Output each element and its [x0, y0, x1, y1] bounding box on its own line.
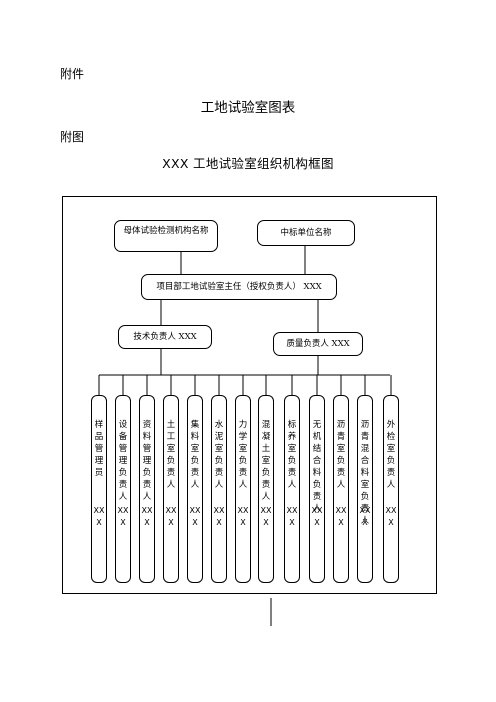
department-label: 力学室负责人 [238, 420, 248, 490]
department-person: XXX [189, 506, 201, 527]
department-box: 土工室负责人 XXX [163, 395, 179, 583]
department-box: 混凝土室负责人 XXX [258, 395, 274, 583]
department-label: 外检室负责人 [386, 420, 396, 490]
parent-org-box: 母体试验检测机构名称 [114, 220, 218, 252]
department-box: 样品管理员 XXX [91, 395, 107, 583]
department-label: 土工室负责人 [166, 420, 176, 490]
bidder-box: 中标单位名称 [257, 220, 355, 246]
department-person: XXX [260, 506, 272, 527]
department-box: 标养室负责人 XXX [284, 395, 300, 583]
department-box: 力学室负责人 XXX [235, 395, 251, 583]
department-person: XXX [335, 506, 347, 527]
department-label: 样品管理员 [94, 420, 104, 478]
department-person: XXX [359, 506, 371, 527]
department-person: XXX [165, 506, 177, 527]
department-person: XXX [237, 506, 249, 527]
department-person: XXX [117, 506, 129, 527]
department-person: XXX [141, 506, 153, 527]
department-box: 沥青室负责人 XXX [333, 395, 349, 583]
department-label: 混凝土室负责人 [261, 420, 271, 502]
figure-label: 附图 [60, 130, 85, 144]
department-box: 集料室负责人 XXX [187, 395, 203, 583]
department-label: 资料管理负责人 [142, 420, 152, 502]
department-label: 无机结合料负责人 [312, 420, 322, 514]
department-box: 外检室负责人 XXX [383, 395, 399, 583]
department-label: 标养室负责人 [287, 420, 297, 490]
department-person: XXX [385, 506, 397, 527]
department-person: XXX [286, 506, 298, 527]
department-label: 集料室负责人 [190, 420, 200, 490]
department-box: 资料管理负责人 XXX [139, 395, 155, 583]
department-label: 设备管理负责人 [118, 420, 128, 502]
department-label: 沥青室负责人 [336, 420, 346, 490]
document-title: 工地试验室图表 [200, 100, 296, 116]
tech-lead-box: 技术负责人 XXX [118, 325, 212, 349]
org-chart-frame [62, 196, 437, 594]
department-label: 水泥室负责人 [214, 420, 224, 490]
department-label: 沥青混合料室负责人 [360, 420, 370, 526]
department-box: 设备管理负责人 XXX [115, 395, 131, 583]
director-box: 项目部工地试验室主任（授权负责人） XXX [141, 274, 337, 300]
department-person: XXX [311, 506, 323, 527]
chart-title: XXX 工地试验室组织机构框图 [162, 156, 334, 171]
attachment-label: 附件 [60, 67, 85, 81]
department-person: XXX [213, 506, 225, 527]
department-box: 水泥室负责人 XXX [211, 395, 227, 583]
department-person: XXX [93, 506, 105, 527]
quality-lead-box: 质量负责人 XXX [273, 332, 363, 356]
